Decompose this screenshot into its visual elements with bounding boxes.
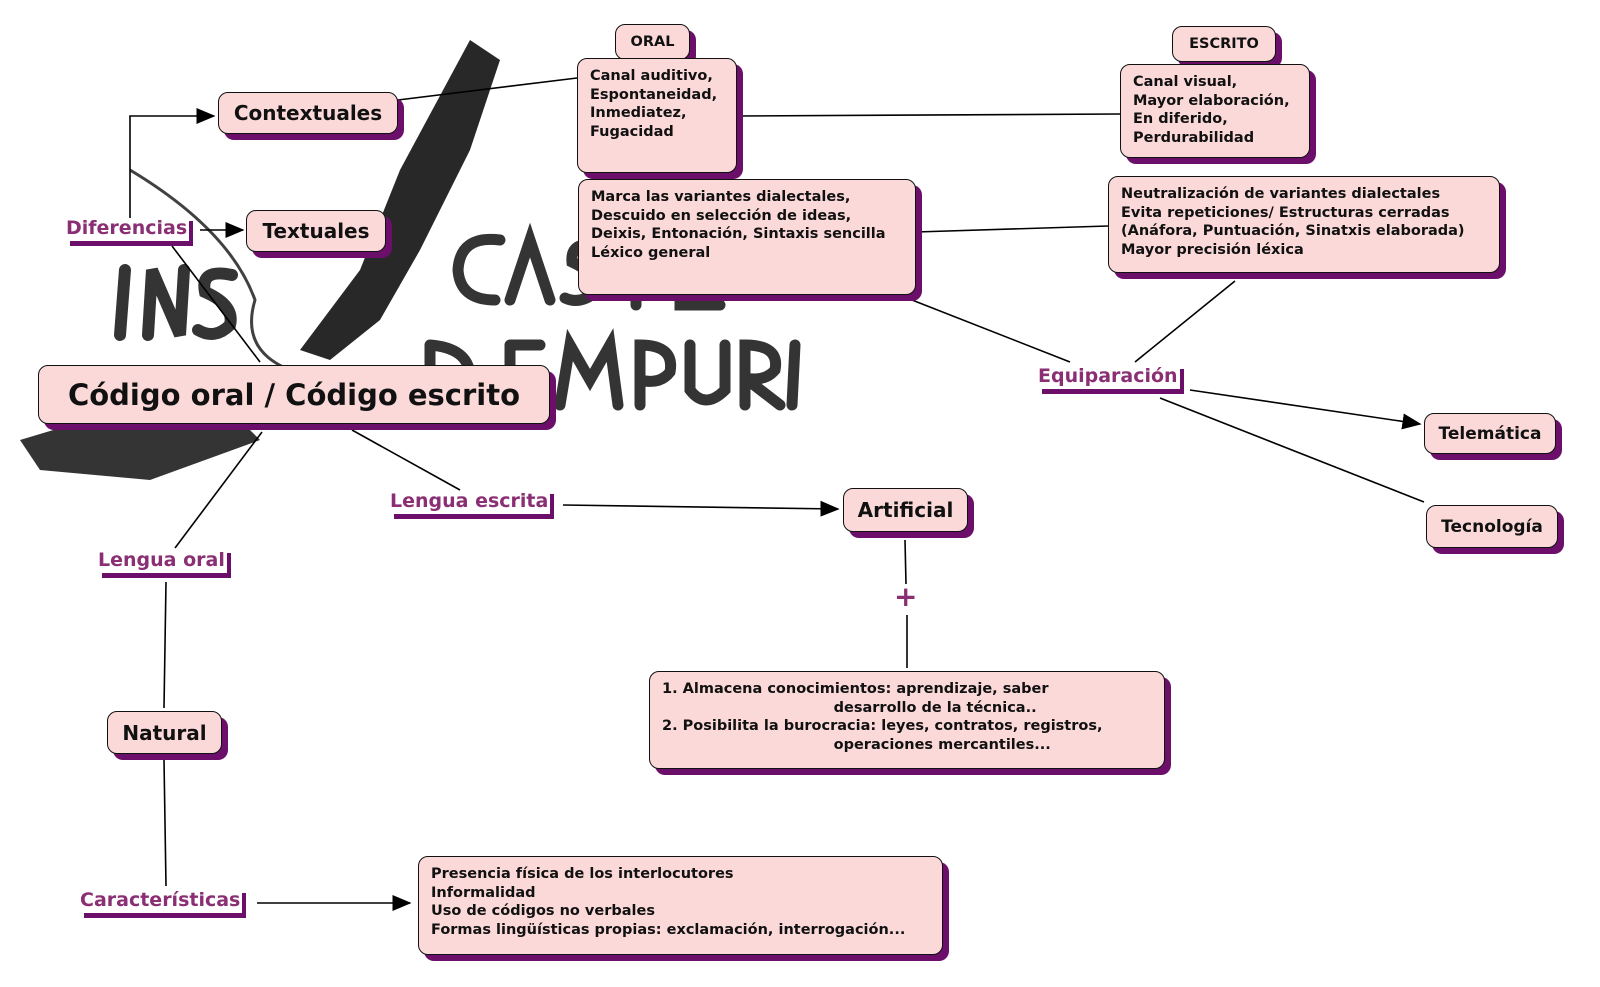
node-oral-header[interactable]: ORAL	[615, 24, 690, 60]
edge-textual-oral-escrito	[915, 225, 1109, 233]
node-artificial-desc[interactable]: 1. Almacena conocimientos: aprendizaje, …	[649, 671, 1165, 769]
node-main[interactable]: Código oral / Código escrito	[38, 365, 550, 424]
edge-oral-escrito	[736, 113, 1121, 117]
edge-textual-oral-equiparacion	[911, 299, 1071, 363]
node-oral-textual[interactable]: Marca las variantes dialectales, Descuid…	[578, 179, 916, 295]
edge-contextuales-oral	[397, 77, 578, 101]
node-natural[interactable]: Natural	[107, 711, 222, 754]
edge-natural-caracteristicas	[163, 759, 167, 887]
node-contextuales[interactable]: Contextuales	[218, 92, 398, 134]
node-oral-contextual[interactable]: Canal auditivo, Espontaneidad, Inmediate…	[577, 58, 737, 173]
node-escrito-header[interactable]: ESCRITO	[1172, 26, 1276, 62]
node-escrito-textual[interactable]: Neutralización de variantes dialectales …	[1108, 176, 1500, 273]
node-telematica[interactable]: Telemática	[1424, 413, 1556, 454]
node-artificial[interactable]: Artificial	[843, 488, 968, 532]
node-tecnologia[interactable]: Tecnología	[1426, 505, 1558, 548]
label-caracteristicas: Características	[80, 889, 247, 918]
label-lengua-oral: Lengua oral	[98, 549, 231, 578]
label-lengua-escrita: Lengua escrita	[390, 490, 555, 519]
edge-lengua-oral-natural	[163, 581, 167, 709]
label-diferencias: Diferencias	[66, 217, 194, 246]
plus-connector: +	[894, 580, 918, 613]
node-escrito-contextual[interactable]: Canal visual, Mayor elaboración, En dife…	[1120, 64, 1310, 158]
edge-main-diferencias	[171, 245, 261, 363]
edge-textual-escrito-equiparacion	[1134, 280, 1236, 363]
edge-equiparacion-telematica	[1189, 389, 1422, 430]
edge-equiparacion-tecnologia	[1159, 397, 1425, 503]
edge-main-lengua-escrita	[351, 429, 461, 491]
node-caracteristicas-desc[interactable]: Presencia física de los interlocutores I…	[418, 856, 943, 955]
node-textuales[interactable]: Textuales	[246, 210, 386, 252]
edge-artificial-plus	[904, 539, 907, 585]
edge-lengua-escrita-artificial	[562, 500, 840, 517]
edge-main-lengua-oral	[174, 431, 263, 549]
edge-diferencias-contextuales	[129, 108, 216, 218]
label-equiparacion: Equiparación	[1038, 365, 1184, 394]
bird-silhouette	[20, 40, 500, 480]
